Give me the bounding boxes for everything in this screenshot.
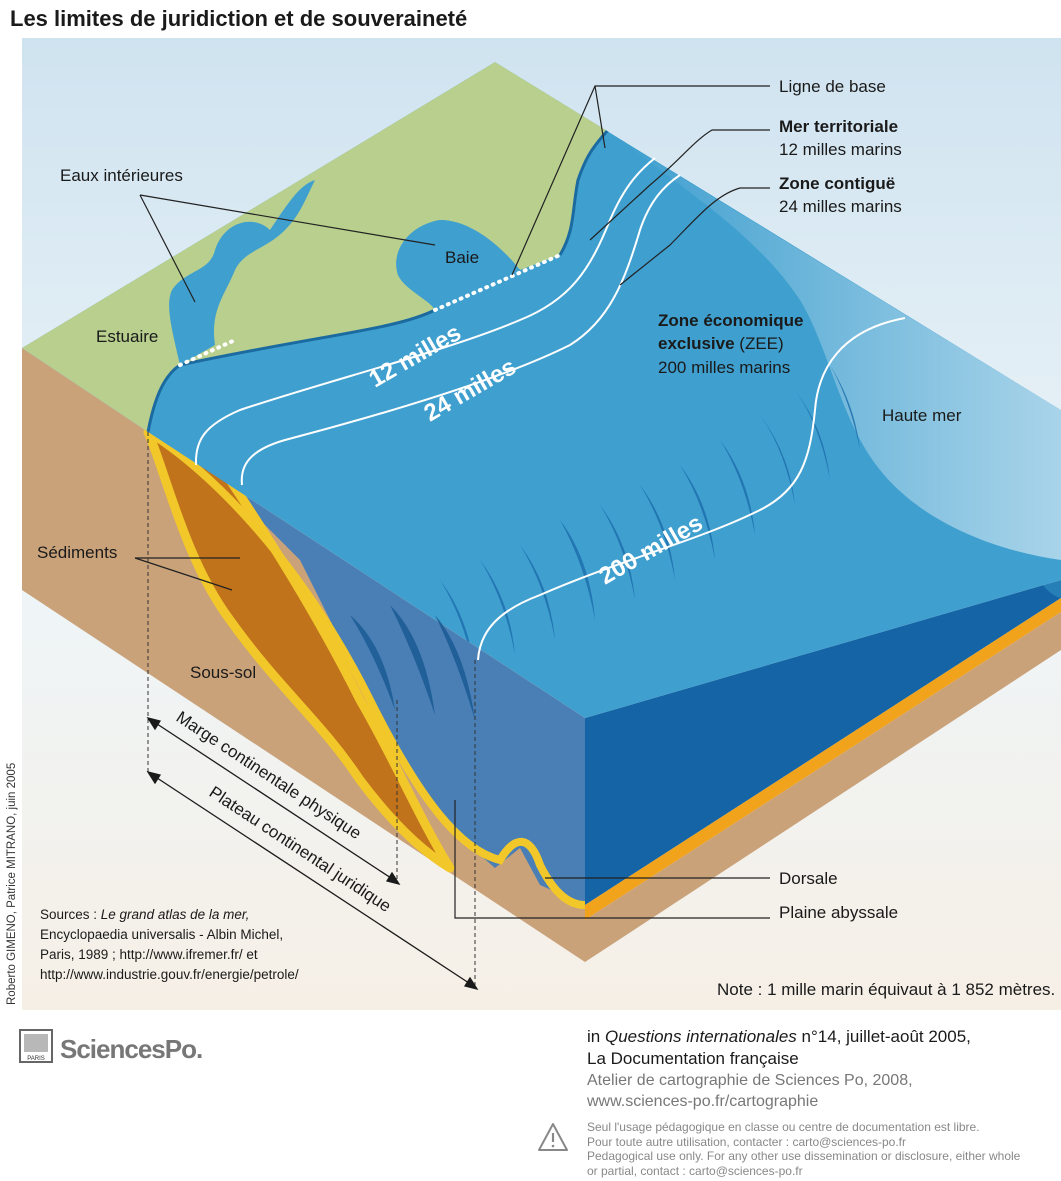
bay-water: [396, 220, 520, 310]
oceanic-bedrock: [585, 612, 1061, 962]
seal-text: PARIS: [27, 1056, 45, 1062]
publication-reference: in Questions internationales n°14, juill…: [587, 1027, 971, 1047]
arrow-plateau: [146, 770, 479, 991]
label-baie: Baie: [445, 248, 479, 267]
label-sediments: Sédiments: [37, 543, 117, 562]
label-zee-acronym: (ZEE): [735, 334, 784, 353]
label-plaine-abyssale: Plaine abyssale: [779, 903, 898, 922]
seal-icon: [19, 1029, 53, 1063]
atelier-url[interactable]: www.sciences-po.fr/cartographie: [587, 1093, 819, 1110]
leader-plaine-abyssale: [454, 800, 770, 919]
seabed-line: [145, 428, 586, 909]
label-zee-exclusive: exclusive: [658, 334, 735, 353]
sources-line4: http://www.industrie.gouv.fr/energie/pet…: [40, 967, 299, 982]
atelier-credit: Atelier de cartographie de Sciences Po, …: [587, 1072, 913, 1089]
label-zone-contigue: Zone contiguë: [779, 174, 895, 193]
sciences-po-logo[interactable]: PARIS SciencesPo.: [19, 1029, 203, 1064]
sources-line3: Paris, 1989 ; http://www.ifremer.fr/ et: [40, 947, 258, 962]
ref-rest: n°14, juillet-août 2005,: [796, 1027, 971, 1046]
boundary-24-miles: [240, 174, 681, 486]
warning-line-2: Pour toute autre utilisation, contacter …: [587, 1134, 907, 1149]
sources-italic: Le grand atlas de la mer,: [101, 907, 250, 922]
label-mer-territoriale: Mer territoriale: [779, 117, 898, 136]
label-mer-territoriale-sub: 12 milles marins: [779, 140, 902, 159]
label-dorsale: Dorsale: [779, 869, 838, 888]
label-zee-sub: 200 milles marins: [658, 358, 790, 377]
ref-prefix: in: [587, 1027, 605, 1046]
sources-line2: Encyclopaedia universalis - Albin Michel…: [40, 927, 283, 942]
author-credit: Roberto GIMENO, Patrice MITRANO, juin 20…: [6, 763, 18, 1005]
oceanic-crust: [585, 598, 1061, 920]
usage-warning: Seul l'usage pédagogique en classe ou ce…: [587, 1120, 1052, 1178]
baseline-estuary-closure: [178, 338, 237, 367]
boundary-200-miles: [477, 317, 906, 661]
ref-italic: Questions internationales: [604, 1027, 797, 1046]
warning-line-3: Pedagogical use only. For any other use …: [587, 1149, 1021, 1163]
label-estuaire: Estuaire: [96, 327, 158, 346]
baseline-bay-closure: [433, 253, 562, 312]
scale-note: Note : 1 mille marin équivaut à 1 852 mè…: [717, 980, 1055, 999]
leader-eaux-interieures-1: [139, 194, 196, 303]
land-area: [22, 62, 608, 432]
estuary-water: [169, 180, 315, 365]
label-zee-line2: exclusive (ZEE): [658, 334, 784, 353]
label-zone-contigue-sub: 24 milles marins: [779, 197, 902, 216]
leader-zone-contigue: [619, 187, 770, 286]
label-zee-line1: Zone économique: [658, 311, 803, 330]
leader-eaux-interieures-2: [139, 194, 436, 246]
publisher: La Documentation française: [587, 1049, 799, 1068]
deep-ocean-face: [585, 580, 1061, 905]
sediment-layer: [143, 427, 455, 873]
leader-mer-territoriale: [589, 129, 770, 241]
arrow-marge: [146, 716, 401, 886]
warning-line-1: Seul l'usage pédagogique en classe ou ce…: [587, 1120, 980, 1134]
page-title: Les limites de juridiction et de souvera…: [10, 6, 467, 31]
warning-icon: [538, 1123, 568, 1151]
sources-prefix: Sources :: [40, 907, 101, 922]
leader-sediments-2: [134, 557, 233, 591]
warning-line-4: or partial, contact : carto@sciences-po.…: [587, 1163, 803, 1178]
coastline: [146, 128, 610, 433]
logo-text: SciencesPo.: [60, 1034, 202, 1064]
boundary-12-miles: [194, 157, 656, 466]
label-ligne-base: Ligne de base: [779, 77, 886, 96]
label-sous-sol: Sous-sol: [190, 663, 256, 682]
leader-ligne-base-2: [594, 85, 606, 149]
label-eaux-interieures: Eaux intérieures: [60, 166, 183, 185]
label-haute-mer: Haute mer: [882, 406, 962, 425]
front-water: [148, 432, 585, 905]
sources-line1: Sources : Le grand atlas de la mer,: [40, 907, 249, 922]
